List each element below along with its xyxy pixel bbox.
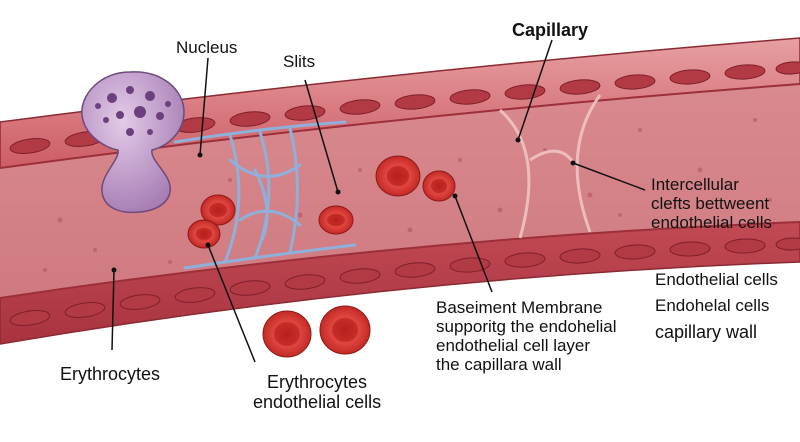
clefts-line-2: clefts bettweent <box>651 194 770 214</box>
diagram-title: Capillary <box>512 20 589 40</box>
nucleus-cell <box>81 71 185 214</box>
label-slits: Slits <box>283 52 316 71</box>
red-blood-cells-lumen <box>187 155 456 249</box>
label-pointers <box>111 39 646 363</box>
label-intercellular-clefts: Intercellular clefts bettweent endotheli… <box>651 175 772 232</box>
basement-line-3: endothelial cell layer <box>436 336 591 356</box>
label-nucleus: Nucleus <box>176 38 238 57</box>
basement-line-4: the capillara wall <box>436 355 562 375</box>
lower-endothelial-cells <box>9 237 800 326</box>
basement-line-2: supporitg the endohelial <box>436 317 617 337</box>
rbc <box>262 310 312 358</box>
red-blood-cells-free <box>262 305 371 358</box>
clefts-line-3: endothelial cells <box>651 213 772 233</box>
rbc <box>200 194 236 226</box>
clefts-line-1: Intercellular <box>651 175 739 194</box>
rbc <box>319 305 371 355</box>
pointer-heads <box>111 137 576 273</box>
erythrocytes-bottom-line-1: Erythrocytes <box>267 372 368 392</box>
basement-membrane-slits <box>173 120 357 270</box>
rbc <box>375 155 421 197</box>
label-capillary-wall: capillary wall <box>655 322 758 342</box>
label-endohelal-cells: Endohelal cells <box>655 296 770 315</box>
label-erythrocytes-bottom: Erythrocytes endothelial cells <box>253 372 381 412</box>
label-endothelial-cells: Endothelial cells <box>655 270 778 289</box>
rbc <box>318 205 354 235</box>
basement-line-1: Baseiment Membrane <box>436 298 603 317</box>
label-basement-membrane: Baseiment Membrane supporitg the endohel… <box>436 298 617 374</box>
erythrocytes-bottom-line-2: endothelial cells <box>253 392 382 413</box>
rbc <box>422 170 456 202</box>
label-erythrocytes-left: Erythrocytes <box>60 364 161 384</box>
rbc <box>187 219 221 249</box>
